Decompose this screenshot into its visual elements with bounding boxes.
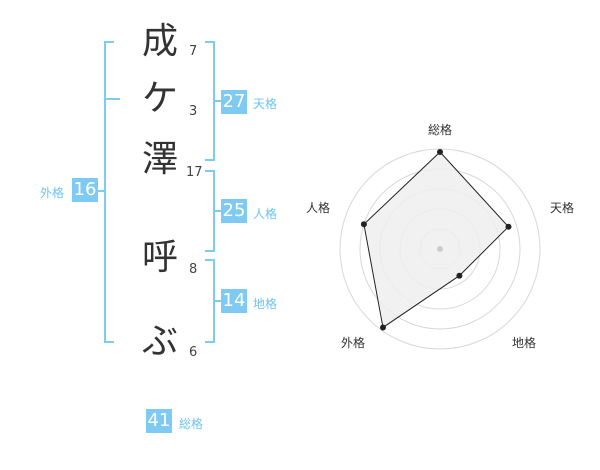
radar-label-gaikaku: 外格: [341, 335, 365, 350]
radar-label-soukaku: 総格: [428, 122, 452, 137]
jinkaku-bracket: [205, 170, 215, 252]
gaikaku-bracket: [104, 41, 114, 343]
chikaku-value: 14: [221, 289, 247, 313]
jinkaku-bracket-connector: [215, 210, 221, 212]
chikaku-bracket: [205, 259, 215, 343]
tenkaku-bracket-connector: [215, 100, 221, 102]
gaikaku-bracket-tick: [104, 98, 120, 100]
name-char-2: ケ: [141, 78, 178, 119]
radar-label-chikaku: 地格: [512, 335, 536, 350]
stroke-count-2: 3: [189, 104, 198, 119]
tenkaku-bracket: [205, 41, 215, 161]
gaikaku-label: 外格: [40, 186, 65, 200]
gaikaku-bracket-connector: [98, 190, 106, 192]
stroke-count-4: 8: [189, 262, 198, 277]
gaikaku-value: 16: [72, 178, 98, 202]
tenkaku-value: 27: [221, 90, 247, 114]
radar-point-4: [379, 324, 386, 331]
soukaku-value: 41: [146, 409, 172, 433]
radar-center-dot: [437, 246, 443, 252]
name-char-1: 成: [141, 21, 178, 62]
jinkaku-value: 25: [221, 199, 247, 223]
stroke-count-3: 17: [186, 165, 203, 180]
radar-label-tenkaku: 天格: [550, 200, 574, 215]
chikaku-bracket-connector: [215, 300, 221, 302]
radar-point-5: [360, 221, 367, 228]
radar-points: [360, 149, 512, 331]
name-char-5: ぶ: [141, 321, 178, 362]
radar-point-3: [456, 272, 463, 279]
soukaku-label: 総格: [179, 417, 204, 431]
chikaku-label: 地格: [253, 297, 278, 311]
radar-point-1: [437, 149, 443, 155]
name-char-3: 澤: [141, 139, 178, 180]
radar-chart: 総格 天格 地格 外格 人格: [306, 122, 574, 350]
radar-point-2: [505, 223, 512, 230]
radar-label-jinkaku: 人格: [306, 200, 330, 215]
radar-score-polygon: [363, 151, 510, 329]
stroke-count-5: 6: [189, 345, 198, 360]
tenkaku-label: 天格: [253, 97, 278, 111]
name-char-4: 呼: [141, 237, 178, 278]
jinkaku-label: 人格: [253, 207, 278, 221]
stroke-count-1: 7: [189, 44, 198, 59]
